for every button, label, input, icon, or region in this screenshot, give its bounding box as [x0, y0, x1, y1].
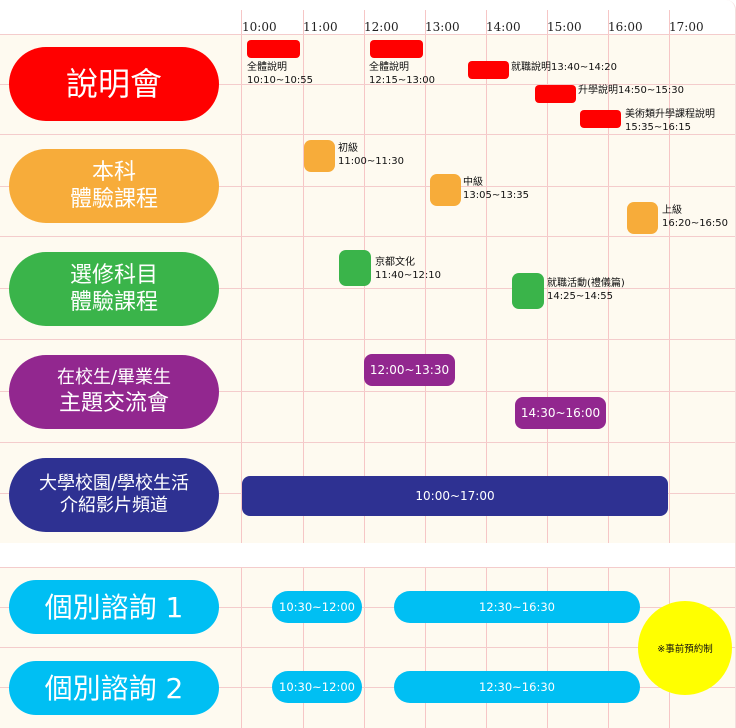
- category-elective-trial: 選修科目 體驗課程: [9, 252, 219, 326]
- hour-tick: 15:00: [547, 20, 582, 34]
- hour-tick: 14:00: [486, 20, 521, 34]
- hour-line: [303, 10, 304, 728]
- category-briefing: 說明會: [9, 47, 219, 121]
- category-label: 個別諮詢 2: [44, 671, 184, 705]
- briefing-bar: [370, 40, 423, 58]
- hour-line: [669, 10, 670, 728]
- subject-trial-marker: [627, 202, 658, 234]
- reservation-note-badge: ※事前預約制: [638, 601, 732, 695]
- category-label: 說明會: [65, 65, 162, 103]
- time-header: [0, 0, 735, 34]
- grid-line: [0, 647, 735, 648]
- consultation-slot: 12:30~16:30: [394, 671, 640, 703]
- hour-line: [486, 10, 487, 728]
- elective-trial-marker: [339, 250, 371, 286]
- category-subject-trial: 本科 體驗課程: [9, 149, 219, 223]
- briefing-label: 升學說明14:50~15:30: [578, 85, 685, 96]
- grid-line: [0, 134, 735, 135]
- consultation-slot: 10:30~12:00: [272, 591, 362, 623]
- category-label: 體驗課程: [69, 290, 158, 315]
- exchange-session-slot: 14:30~16:00: [515, 397, 606, 429]
- category-label: 個別諮詢 1: [44, 590, 184, 624]
- briefing-bar: [580, 110, 621, 128]
- briefing-bar: [468, 61, 509, 79]
- hour-tick: 17:00: [669, 20, 704, 34]
- hour-tick: 11:00: [303, 20, 338, 34]
- reservation-note-text: ※事前預約制: [657, 644, 713, 655]
- hour-tick: 13:00: [425, 20, 460, 34]
- grid-line: [0, 687, 735, 688]
- grid-line: [0, 567, 735, 568]
- elective-trial-marker: [512, 273, 544, 309]
- consultation-slot: 10:30~12:00: [272, 671, 362, 703]
- hour-tick: 10:00: [242, 20, 277, 34]
- grid-line: [0, 607, 735, 608]
- category-label: 大學校園/學校生活: [38, 472, 190, 494]
- category-label: 選修科目: [69, 262, 158, 288]
- elective-trial-label: 就職活動(禮儀篇)14:25~14:55: [547, 278, 625, 302]
- briefing-label: 就職說明13:40~14:20: [511, 62, 618, 73]
- subject-trial-marker: [304, 140, 335, 172]
- category-label: 介紹影片頻道: [60, 495, 168, 516]
- hour-line: [547, 10, 548, 728]
- category-label: 本科: [91, 159, 136, 185]
- grid-line: [0, 288, 735, 289]
- category-label: 體驗課程: [69, 187, 158, 212]
- grid-line: [0, 186, 735, 187]
- briefing-bar: [247, 40, 300, 58]
- section-gap: [0, 543, 735, 567]
- category-consultation-1: 個別諮詢 1: [9, 580, 219, 634]
- grid-line: [0, 339, 735, 340]
- category-exchange-session: 在校生/畢業生 主題交流會: [9, 355, 219, 429]
- hour-tick: 16:00: [608, 20, 643, 34]
- video-channel-slot: 10:00~17:00: [242, 476, 668, 516]
- category-video-channel: 大學校園/學校生活 介紹影片頻道: [9, 458, 219, 532]
- hour-line: [241, 10, 242, 728]
- briefing-bar: [535, 85, 576, 103]
- hour-line: [608, 10, 609, 728]
- grid-line: [0, 236, 735, 237]
- grid-line: [0, 442, 735, 443]
- category-consultation-2: 個別諮詢 2: [9, 661, 219, 715]
- grid-line: [0, 84, 735, 85]
- consultation-slot: 12:30~16:30: [394, 591, 640, 623]
- hour-tick: 12:00: [364, 20, 399, 34]
- category-label: 在校生/畢業生: [56, 367, 172, 388]
- grid-line: [0, 391, 735, 392]
- grid-line: [0, 34, 735, 35]
- exchange-session-slot: 12:00~13:30: [364, 354, 455, 386]
- subject-trial-marker: [430, 174, 461, 206]
- category-label: 主題交流會: [58, 390, 169, 416]
